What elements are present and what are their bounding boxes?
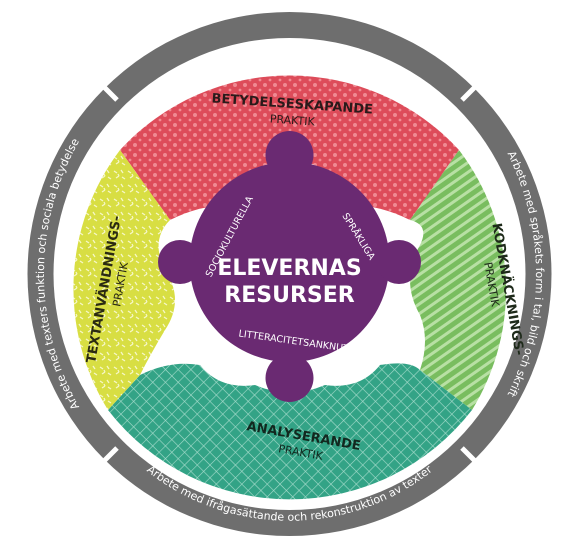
- center-title-line1: ELEVERNAS: [217, 256, 361, 281]
- piece-left: [73, 150, 175, 410]
- center-title-line2: RESURSER: [224, 283, 354, 308]
- center-piece: [158, 131, 421, 402]
- piece-bottom: [108, 363, 472, 500]
- piece-right: [410, 150, 507, 410]
- practice-top-subtitle: PRAKTIK: [269, 112, 315, 128]
- ring-separators: [90, 73, 489, 475]
